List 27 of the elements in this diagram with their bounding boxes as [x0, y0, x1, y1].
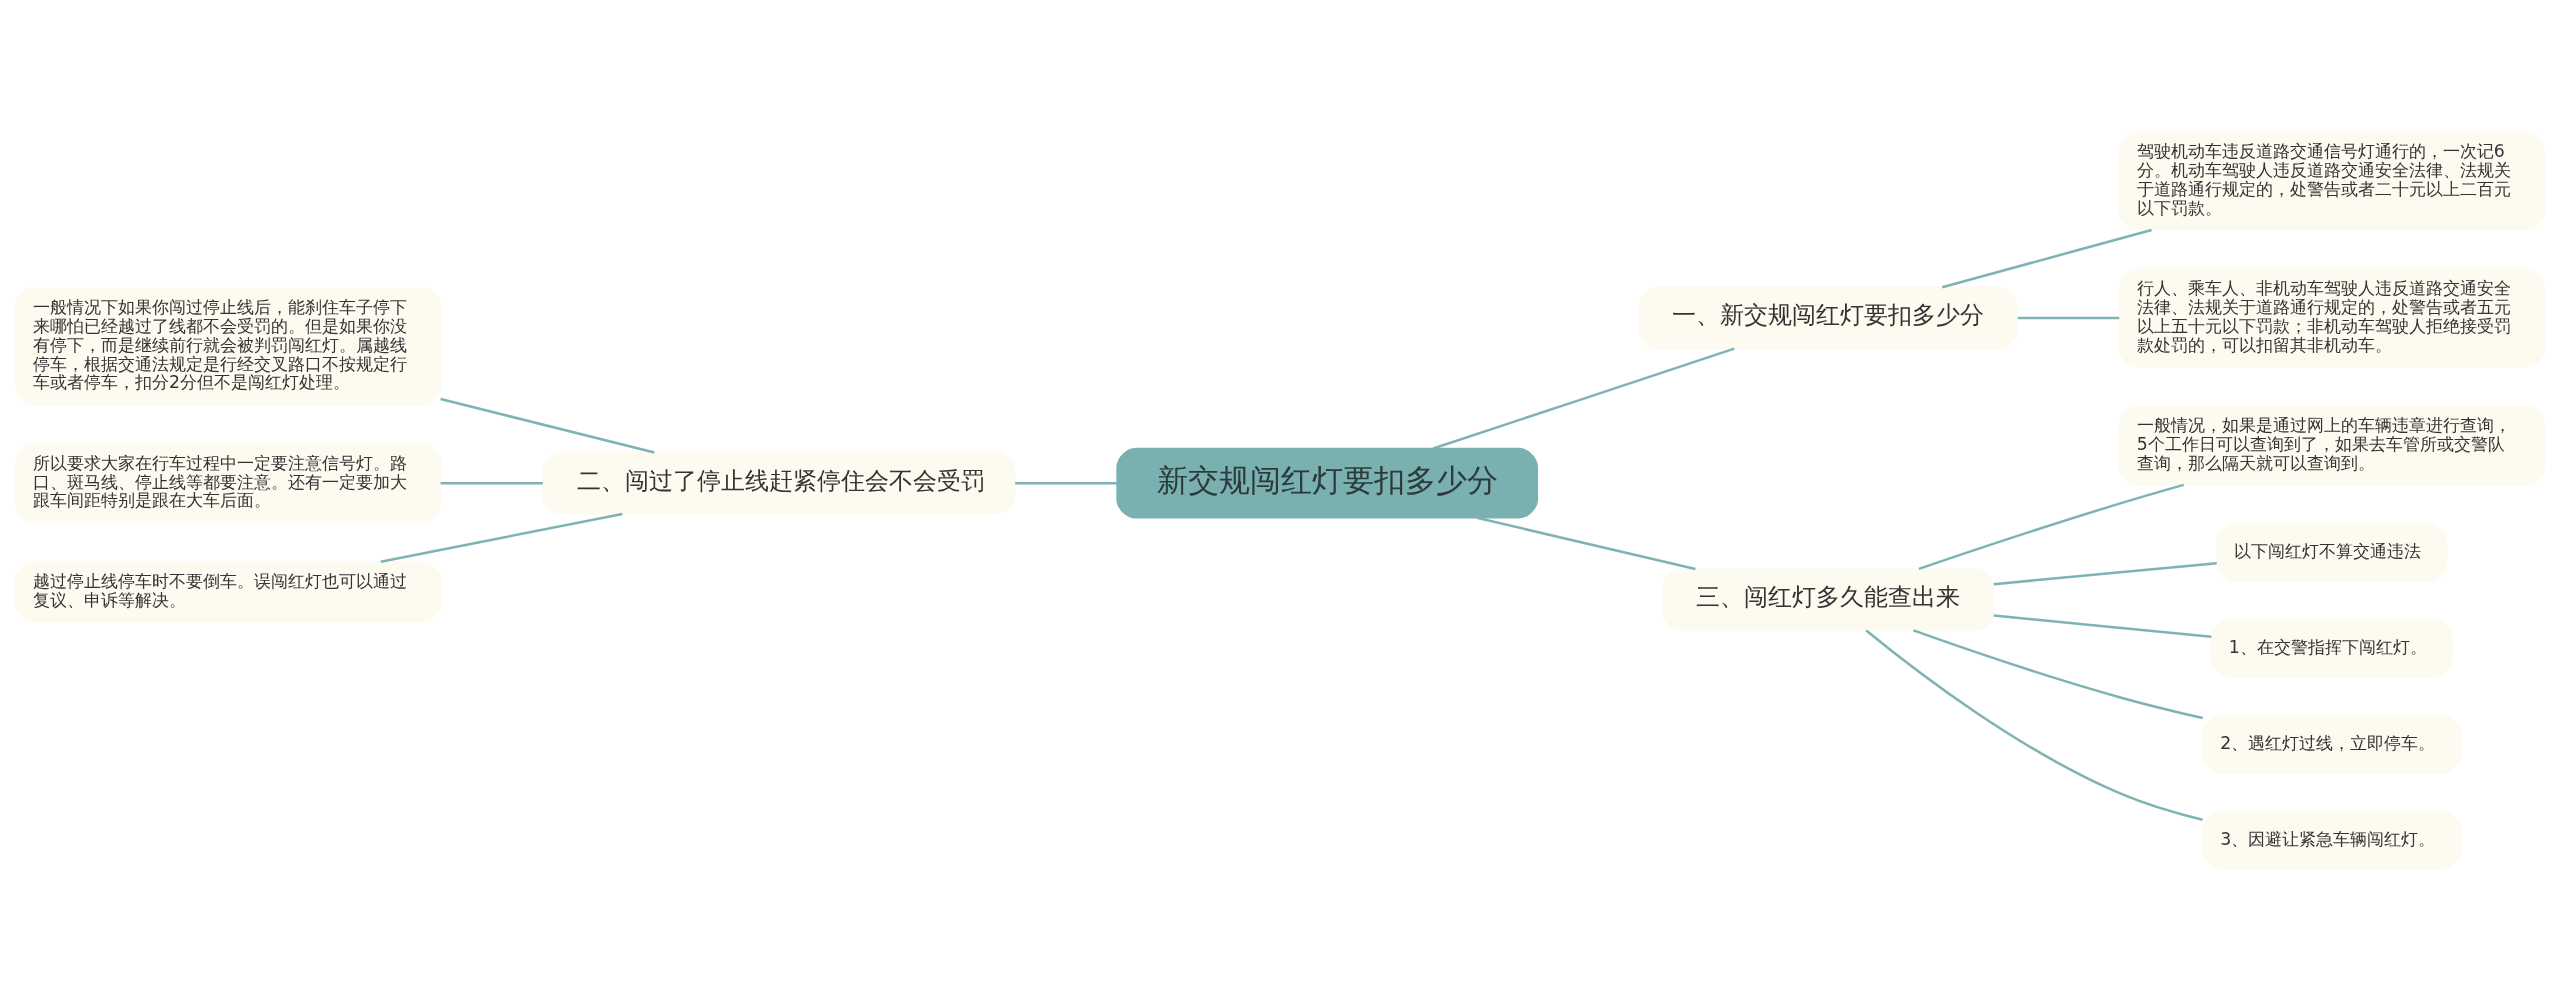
- connector: [1993, 561, 2217, 586]
- node-box: 一般情况下如果你闯过停止线后，能刹住车子停下来哪怕已经越过了线都不会受罚的。但是如果你没有停下，而是继续前行就会被判罚闯红灯。属越线停车，根据交通法规定是行经交叉路口不按规定行车或者停车，扣分2分但不是闯红灯处理。: [14, 287, 442, 406]
- connector: [1918, 483, 2185, 571]
- connector: [1865, 629, 2203, 821]
- node-box: 新交规闯红灯要扣多少分: [1116, 447, 1539, 519]
- connector: [440, 481, 543, 485]
- node-box: 1、在交警指挥下闯红灯。: [2210, 619, 2454, 678]
- node-box: 越过停止线停车时不要倒车。误闯红灯也可以通过复议、申诉等解决。: [14, 561, 442, 623]
- node-box: 一、新交规闯红灯要扣多少分: [1638, 286, 2018, 350]
- node-box: 一般情况，如果是通过网上的车辆违章进行查询，5个工作日可以查询到了，如果去车管所或交警队查询，那么隔天就可以查询到。: [2118, 405, 2546, 486]
- node-box: 三、闯红灯多久能查出来: [1662, 568, 1995, 632]
- connector: [1913, 629, 2203, 720]
- connector: [2017, 316, 2120, 320]
- node-box: 行人、乘车人、非机动车驾驶人违反道路交通安全法律、法规关于道路通行规定的，处警告或者五元以上五十元以下罚款；非机动车驾驶人拒绝接受罚款处罚的，可以扣留其非机动车。: [2118, 268, 2546, 368]
- connector: [440, 397, 655, 454]
- node-box: 3、因避让紧急车辆闯红灯。: [2202, 811, 2462, 870]
- connector: [1476, 516, 1696, 571]
- connector: [1941, 228, 2152, 289]
- node-box: 驾驶机动车违反道路交通信号灯通行的，一次记6分。机动车驾驶人违反道路交通安全法律、法规关于道路通行规定的，处警告或者二十元以上二百元以下罚款。: [2118, 131, 2546, 231]
- node-box: 以下闯红灯不算交通违法: [2216, 523, 2448, 582]
- node-box: 2、遇红灯过线，立即停车。: [2202, 715, 2462, 774]
- connector: [380, 512, 623, 564]
- connector: [1432, 347, 1735, 450]
- connector: [1015, 481, 1118, 485]
- node-box: 二、闯过了停止线赶紧停住会不会受罚: [542, 451, 1016, 515]
- connector: [1993, 614, 2212, 639]
- node-box: 所以要求大家在行车过程中一定要注意信号灯。路口、斑马线、停止线等都要注意。还有一定要加大跟车间距特别是跟在大车后面。: [14, 443, 442, 524]
